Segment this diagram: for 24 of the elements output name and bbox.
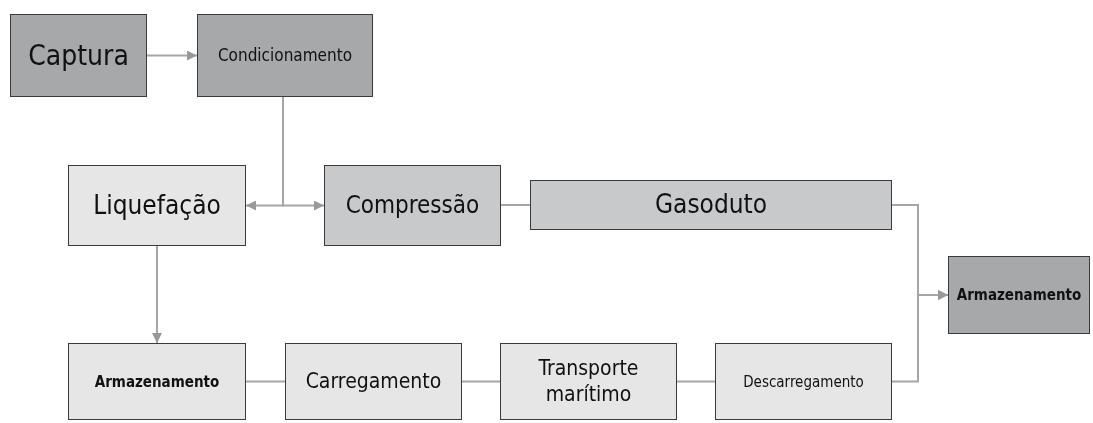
box-label: Compressão: [345, 191, 480, 220]
process-box: [197, 14, 373, 97]
box-label: Armazenamento: [956, 286, 1082, 304]
process-box: [68, 343, 246, 420]
process-box: [715, 343, 892, 420]
process-box: [285, 343, 462, 420]
box-label: Liquefação: [93, 189, 221, 222]
process-box: [530, 180, 892, 230]
box-label: Transporte marítimo: [537, 356, 640, 407]
process-box: [948, 256, 1090, 334]
process-box: [68, 165, 246, 246]
connector-arrow: [282, 96, 325, 211]
box-label: Gasoduto: [654, 189, 768, 221]
box-label: Carregamento: [305, 368, 442, 395]
connector-arrow: [146, 50, 198, 61]
box-label: Armazenamento: [94, 372, 220, 391]
box-label: Captura: [28, 38, 129, 73]
process-box: [10, 14, 147, 97]
connector-arrow: [891, 290, 949, 383]
connector-arrow: [152, 245, 162, 344]
process-box: [500, 343, 677, 420]
box-label: Descarregamento: [743, 372, 864, 391]
box-label: Condicionamento: [217, 45, 353, 66]
process-box: [324, 165, 501, 246]
